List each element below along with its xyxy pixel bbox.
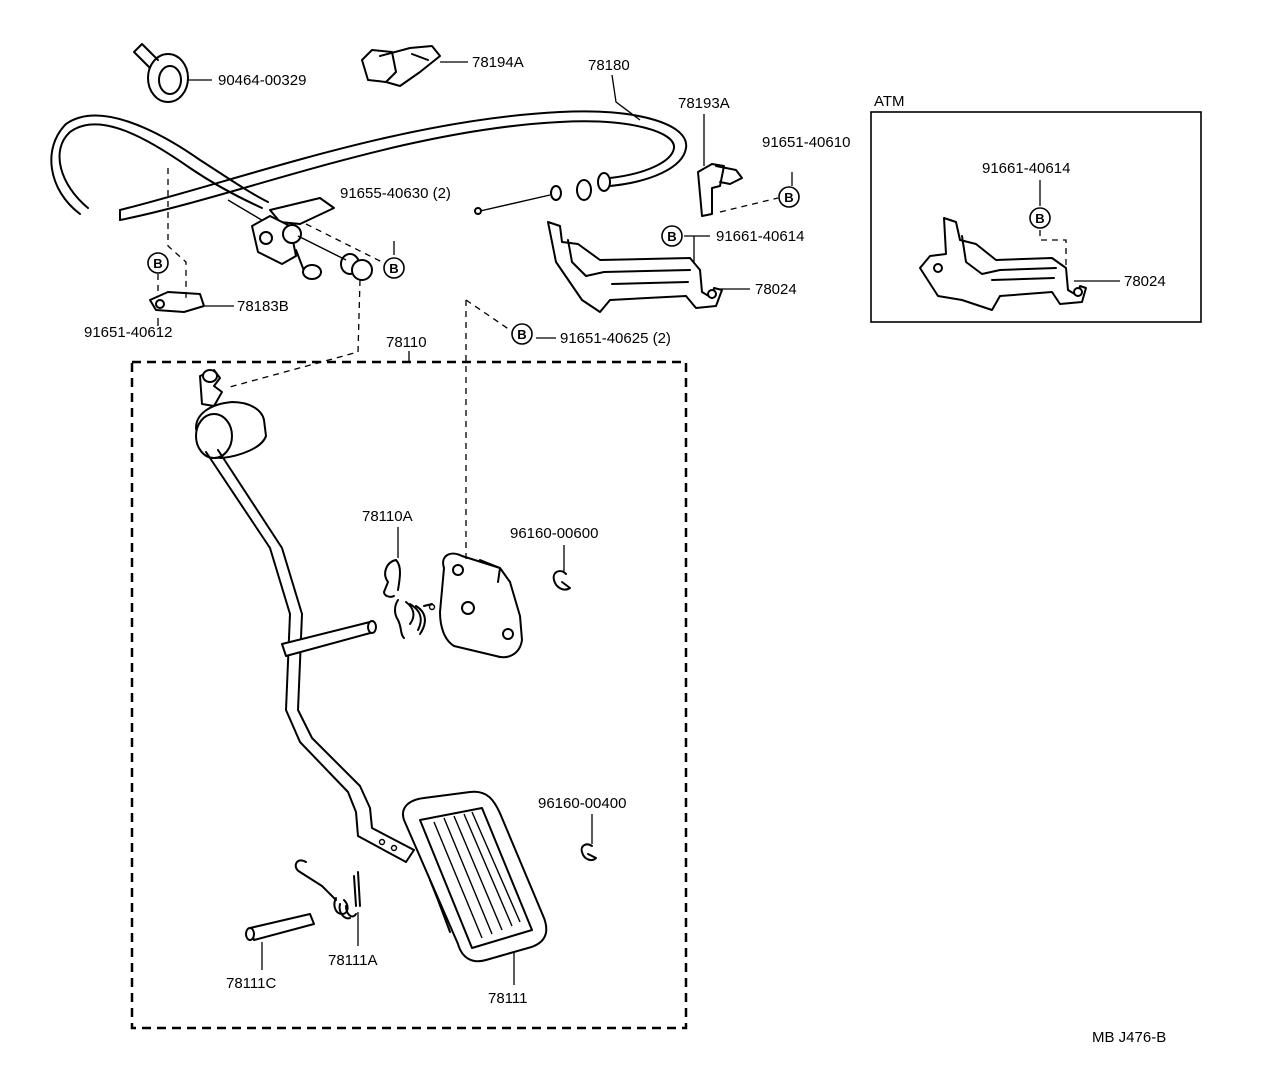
pad-spring [294, 859, 361, 920]
bolt-marker-b-pedal-text: B [517, 327, 526, 342]
e-ring-lower [580, 843, 597, 861]
label-reference-code: MB J476-B [1092, 1029, 1166, 1046]
pivot-shaft [281, 620, 377, 657]
label-atm-title: ATM [874, 93, 905, 110]
bolt-marker-b-atm: B [1029, 207, 1051, 229]
pedal-assembly-frame [130, 360, 688, 1030]
e-ring-upper [552, 570, 571, 591]
label-bolt-pedal-pair: 91651-40625 (2) [560, 330, 671, 347]
label-bolt-cable-bracket: 91651-40610 [762, 134, 850, 151]
label-e-ring-upper: 96160-00600 [510, 525, 598, 542]
clamp-bracket [361, 45, 441, 87]
pad-pin [245, 913, 315, 941]
bolt-marker-b-pedal: B [511, 323, 533, 345]
label-clip: 78183B [237, 298, 289, 315]
label-pad-spring: 78111A [328, 952, 378, 969]
pedal-support-plate [439, 552, 523, 659]
label-atm-bracket: 78024 [1124, 273, 1166, 290]
label-e-ring-lower: 96160-00400 [538, 795, 626, 812]
label-pedal-pad: 78111 [488, 990, 528, 1007]
label-pedal-assembly: 78110 [386, 334, 427, 351]
cable-bracket [697, 163, 743, 217]
bolt-marker-b-support: B [661, 225, 683, 247]
label-clamp-bracket: 78194A [472, 54, 524, 71]
leader-lines [157, 61, 1120, 985]
label-support-bracket: 78024 [755, 281, 797, 298]
bolt-marker-b-support-text: B [667, 229, 676, 244]
bolt-marker-b-cable-bracket: B [778, 186, 800, 208]
label-bolt-left: 91651-40612 [84, 324, 172, 341]
label-clamp: 90464-00329 [218, 72, 306, 89]
bolt-marker-b-center-text: B [389, 261, 398, 276]
pedal-pad [402, 790, 548, 963]
return-spring [383, 559, 436, 639]
label-cable: 78180 [588, 57, 630, 74]
label-bolt-support: 91661-40614 [716, 228, 804, 245]
bolt-marker-b-left: B [147, 252, 169, 274]
bolt-marker-b-cable-bracket-text: B [784, 190, 793, 205]
atm-support-bracket [919, 217, 1087, 311]
pedal-arm [195, 369, 415, 863]
cable-clamp [133, 43, 189, 103]
label-bolt-pair-lower: 91655-40630 (2) [340, 185, 451, 202]
label-return-spring: 78110A [362, 508, 413, 525]
label-pad-pin: 78111C [226, 975, 276, 992]
cable-clip [149, 291, 205, 313]
assembly-lines [157, 168, 1067, 564]
part-labels: 90464-00329 78194A 78180 78193A 91651-40… [84, 54, 1166, 1046]
support-bracket [547, 221, 723, 313]
bolt-marker-b-center: B [383, 257, 405, 279]
atm-inset-box [870, 111, 1202, 323]
label-cable-bracket: 78193A [678, 95, 730, 112]
label-atm-bolt: 91661-40614 [982, 160, 1070, 177]
bolt-marker-b-left-text: B [153, 256, 162, 271]
bolt-marker-b-atm-text: B [1035, 211, 1044, 226]
accelerator-cable [50, 110, 688, 229]
cable-lever-mount [251, 197, 373, 281]
